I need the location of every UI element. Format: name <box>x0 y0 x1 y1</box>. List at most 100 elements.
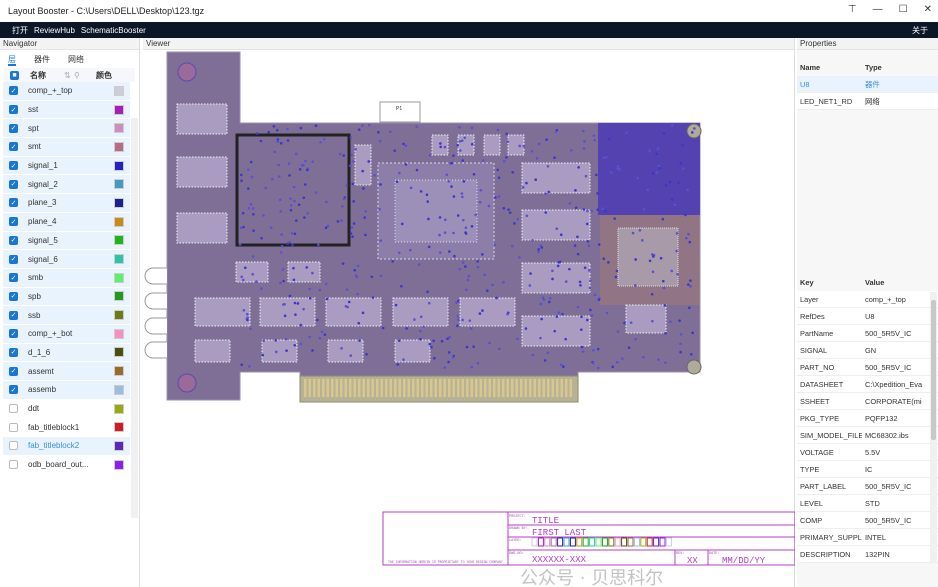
layer-row[interactable]: fab_titleblock2 <box>3 437 130 456</box>
minimize-icon[interactable]: — <box>872 4 883 15</box>
layer-visibility-checkbox[interactable] <box>9 441 18 451</box>
pcb-canvas[interactable]: P1 PROJECT: TITLE DRAWN BY: FIRST LAST L… <box>143 50 795 587</box>
menu-reviewhub[interactable]: ReviewHub <box>34 25 75 35</box>
layer-visibility-checkbox[interactable]: ✓ <box>9 86 18 96</box>
layer-color-swatch[interactable] <box>114 235 124 246</box>
sort-icon[interactable]: ⇅ <box>64 70 71 80</box>
layer-row[interactable]: ✓spt <box>3 119 130 139</box>
close-icon[interactable]: ✕ <box>923 4 932 15</box>
layer-row[interactable]: ✓comp_+_bot <box>3 324 130 344</box>
layer-visibility-checkbox[interactable]: ✓ <box>9 217 18 227</box>
layer-row[interactable]: ✓assemt <box>3 362 130 381</box>
layer-row[interactable]: odb_board_out... <box>3 456 130 475</box>
gold-finger <box>547 379 550 397</box>
menu-open[interactable]: 打开 <box>12 25 28 35</box>
layer-color-swatch[interactable] <box>114 216 124 227</box>
layer-row[interactable]: ✓comp_+_top <box>3 82 130 101</box>
layer-visibility-checkbox[interactable]: ✓ <box>9 329 18 339</box>
layer-visibility-checkbox[interactable]: ✓ <box>9 273 18 283</box>
layer-color-swatch[interactable] <box>114 160 124 171</box>
menu-about[interactable]: 关于 <box>912 25 928 35</box>
layer-visibility-checkbox[interactable]: ✓ <box>9 254 18 264</box>
layer-list-scrollbar[interactable] <box>131 118 138 518</box>
layer-visibility-checkbox[interactable]: ✓ <box>9 347 18 357</box>
layer-visibility-checkbox[interactable] <box>9 404 18 414</box>
layer-color-swatch[interactable] <box>114 254 124 265</box>
attribute-scrollbar[interactable] <box>930 292 937 562</box>
layer-visibility-checkbox[interactable]: ✓ <box>9 235 18 245</box>
tab-layers[interactable]: 层 <box>8 55 16 66</box>
layer-color-swatch[interactable] <box>114 291 124 302</box>
tab-components[interactable]: 器件 <box>34 55 50 64</box>
layer-row[interactable]: ✓sst <box>3 100 130 120</box>
layer-visibility-checkbox[interactable]: ✓ <box>9 310 18 320</box>
layer-visibility-checkbox[interactable]: ✓ <box>9 105 18 115</box>
via <box>351 182 355 186</box>
layer-row[interactable]: ✓plane_3 <box>3 194 130 213</box>
layer-visibility-checkbox[interactable]: ✓ <box>9 366 18 376</box>
tab-nets[interactable]: 网络 <box>68 55 84 64</box>
layer-row[interactable]: ✓assemb <box>3 381 130 400</box>
layer-color-swatch[interactable] <box>114 141 124 152</box>
layer-visibility-checkbox[interactable] <box>9 422 18 432</box>
layer-row[interactable]: ddt <box>3 400 130 419</box>
layer-row[interactable]: ✓signal_6 <box>3 250 130 269</box>
layer-visibility-checkbox[interactable]: ✓ <box>9 179 18 189</box>
layer-row[interactable]: ✓spb <box>3 287 130 307</box>
maximize-icon[interactable]: ☐ <box>898 4 908 15</box>
layer-visibility-checkbox[interactable]: ✓ <box>9 385 18 395</box>
layer-row[interactable]: ✓plane_4 <box>3 212 130 232</box>
layer-visibility-checkbox[interactable]: ✓ <box>9 161 18 171</box>
pin-icon[interactable]: ⊤ <box>847 4 857 15</box>
layer-color-swatch[interactable] <box>114 179 124 190</box>
layer-row[interactable]: ✓signal_5 <box>3 231 130 251</box>
layer-color-swatch[interactable] <box>114 85 124 96</box>
attribute-row[interactable]: DATASHEETC:\Xpedition_Eval... <box>797 376 938 393</box>
layer-color-swatch[interactable] <box>114 366 124 377</box>
layer-visibility-checkbox[interactable]: ✓ <box>9 142 18 152</box>
layer-color-swatch[interactable] <box>114 347 124 358</box>
layer-color-swatch[interactable] <box>114 123 124 134</box>
select-all-checkbox[interactable]: ■ <box>10 70 19 80</box>
layer-row[interactable]: ✓ssb <box>3 306 130 325</box>
layer-visibility-checkbox[interactable]: ✓ <box>9 291 18 301</box>
layer-color-swatch[interactable] <box>114 328 124 339</box>
attribute-row[interactable]: SSHEETCORPORATE(micr... <box>797 393 938 410</box>
layer-color-swatch[interactable] <box>114 440 124 451</box>
layer-row[interactable]: ✓d_1_6 <box>3 343 130 363</box>
layer-color-swatch[interactable] <box>114 422 124 433</box>
layer-row[interactable]: ✓smt <box>3 138 130 157</box>
layer-color-swatch[interactable] <box>114 384 124 395</box>
layer-row[interactable]: fab_titleblock1 <box>3 418 130 438</box>
layer-row[interactable]: ✓signal_2 <box>3 175 130 195</box>
layer-color-swatch[interactable] <box>114 310 124 321</box>
menu-schematicbooster[interactable]: SchematicBooster <box>80 25 146 35</box>
layer-color-swatch[interactable] <box>114 104 124 115</box>
layer-row[interactable]: ✓smb <box>3 268 130 288</box>
layer-color-swatch[interactable] <box>114 197 124 208</box>
layer-visibility-checkbox[interactable] <box>9 460 18 470</box>
layer-color-swatch[interactable] <box>114 272 124 283</box>
layer-color-swatch[interactable] <box>114 403 124 414</box>
layer-color-swatch[interactable] <box>114 459 124 470</box>
layer-visibility-checkbox[interactable]: ✓ <box>9 198 18 208</box>
layer-row[interactable]: ✓signal_1 <box>3 156 130 176</box>
layer-visibility-checkbox[interactable]: ✓ <box>9 123 18 133</box>
search-icon[interactable]: ⚲ <box>74 70 80 80</box>
